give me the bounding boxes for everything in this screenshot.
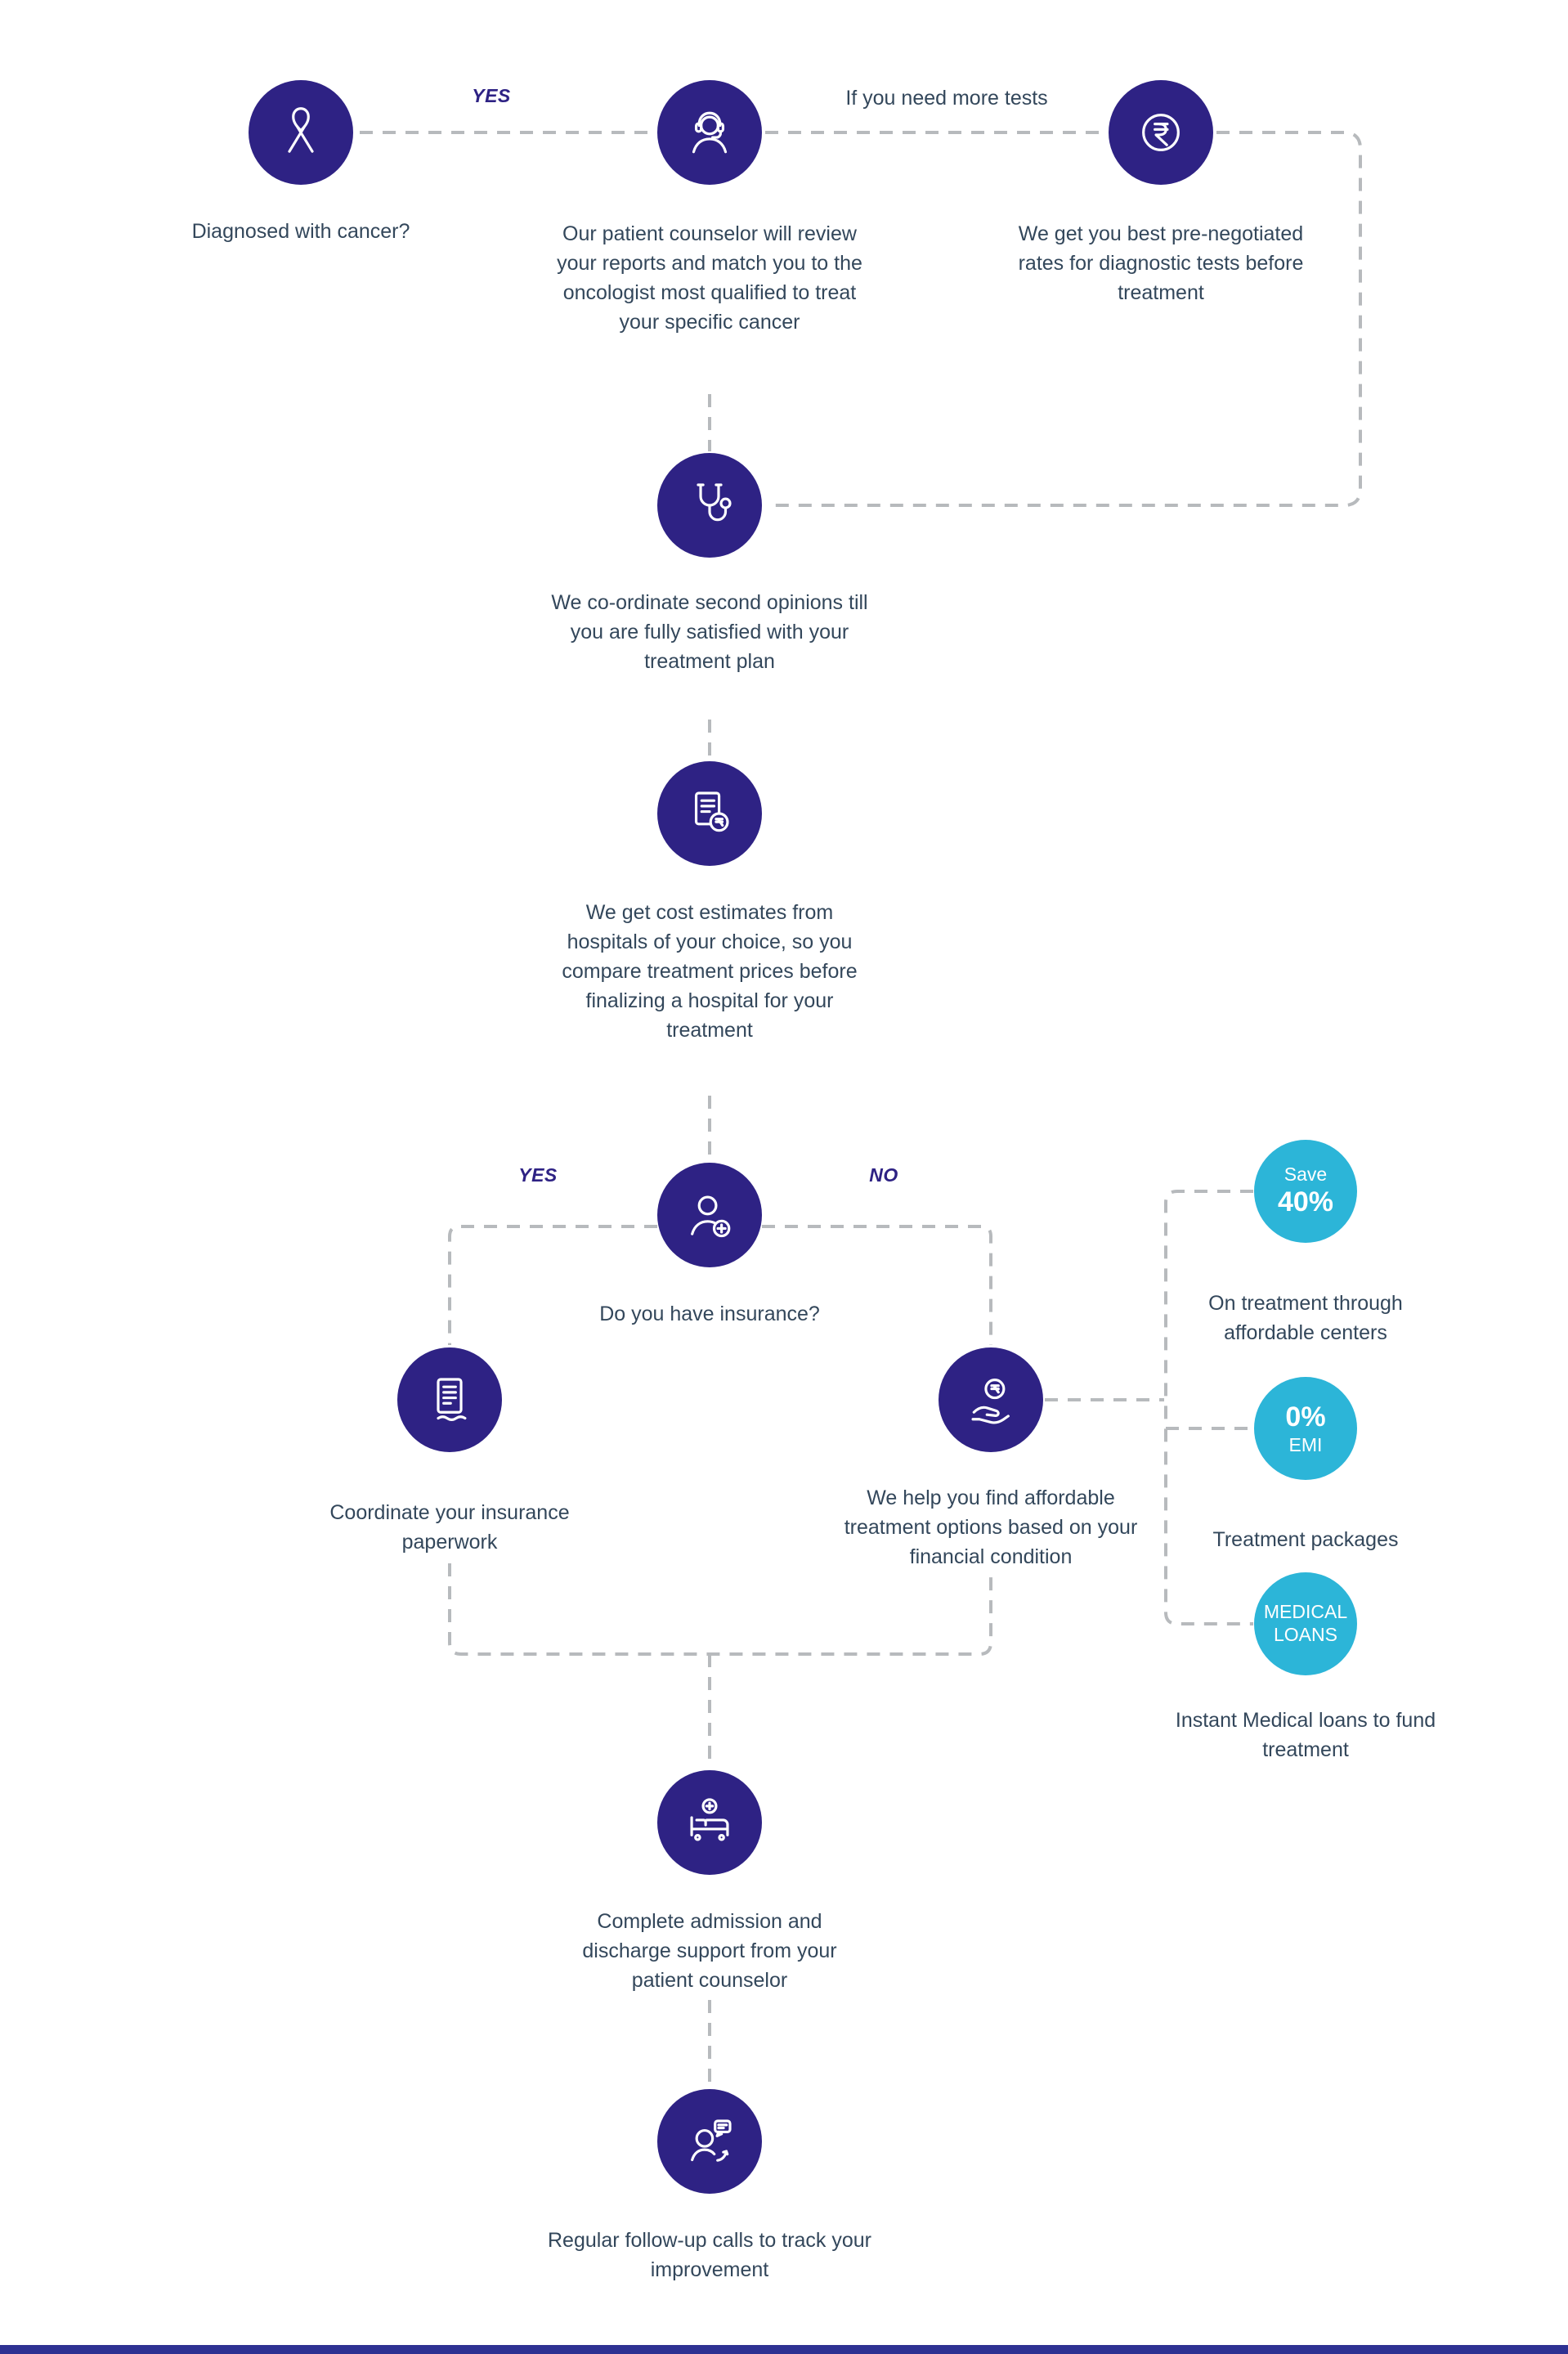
edge-merge <box>448 1563 992 1656</box>
badge-save-label: On treatment through affordable centers <box>1208 1292 1403 1344</box>
node-counselor <box>657 80 762 185</box>
badge-emi-bottom: EMI <box>1288 1433 1323 1455</box>
badge-loans-line2: LOANS <box>1274 1624 1337 1645</box>
follow-up-call-icon <box>691 2119 732 2162</box>
badge-save-40: Save 40% <box>1254 1140 1357 1243</box>
cancer-ribbon-icon <box>288 107 314 153</box>
node-cost-estimates <box>657 761 762 866</box>
edge-label-yes-branch: YES <box>518 1164 558 1186</box>
badge-loans-label: Instant Medical loans to fund treatment <box>1175 1709 1436 1761</box>
node-affordable-options <box>939 1347 1043 1452</box>
edge-rail-badges <box>1164 1190 1253 1625</box>
insurance-paperwork-label: Coordinate your insurance paperwork <box>329 1501 570 1554</box>
rates-label: We get you best pre-negotiated rates for… <box>1018 222 1304 304</box>
follow-up-label: Regular follow-up calls to track your im… <box>548 2229 871 2281</box>
badge-emi-label: Treatment packages <box>1212 1528 1399 1551</box>
node-diagnosed <box>249 80 353 185</box>
stethoscope-icon <box>697 483 732 522</box>
node-insurance-question <box>657 1163 762 1267</box>
doctor-icon <box>691 1195 731 1238</box>
second-opinion-label: We co-ordinate second opinions till you … <box>551 591 868 673</box>
edge-insurance-yes <box>448 1225 657 1345</box>
insurance-document-icon <box>437 1378 467 1421</box>
edge-label-no-branch: NO <box>869 1164 898 1186</box>
hand-coin-icon <box>971 1379 1010 1424</box>
counselor-label: Our patient counselor will review your r… <box>557 222 862 334</box>
badge-save-top: Save <box>1284 1163 1328 1185</box>
admission-label: Complete admission and discharge support… <box>582 1910 837 1992</box>
edge-insurance-no <box>762 1225 992 1345</box>
node-insurance-paperwork <box>397 1347 502 1452</box>
footer-strip <box>0 2345 1568 2354</box>
rupee-coin-icon <box>1142 114 1180 151</box>
edge-rates-secondopinion <box>768 131 1362 507</box>
node-follow-up <box>657 2089 762 2194</box>
cost-estimate-document-icon <box>694 791 729 832</box>
counselor-headset-icon <box>692 111 728 154</box>
diagnosed-label: Diagnosed with cancer? <box>191 220 410 243</box>
insurance-question-label: Do you have insurance? <box>599 1303 820 1325</box>
affordable-options-label: We help you find affordable treatment op… <box>844 1486 1138 1568</box>
badge-medical-loans: MEDICAL LOANS <box>1254 1572 1357 1675</box>
edge-label-more-tests: If you need more tests <box>845 87 1048 110</box>
node-second-opinion <box>657 453 762 558</box>
node-admission <box>657 1770 762 1875</box>
badge-save-main: 40% <box>1277 1186 1334 1218</box>
node-rates <box>1109 80 1213 185</box>
edge-label-yes-top: YES <box>472 85 511 106</box>
badge-zero-emi: 0% EMI <box>1254 1377 1357 1480</box>
cost-estimates-label: We get cost estimates from hospitals of … <box>562 901 858 1042</box>
hospital-bed-icon <box>690 1798 729 1841</box>
badge-emi-main: 0% <box>1285 1401 1326 1433</box>
badge-loans-line1: MEDICAL <box>1263 1601 1348 1623</box>
